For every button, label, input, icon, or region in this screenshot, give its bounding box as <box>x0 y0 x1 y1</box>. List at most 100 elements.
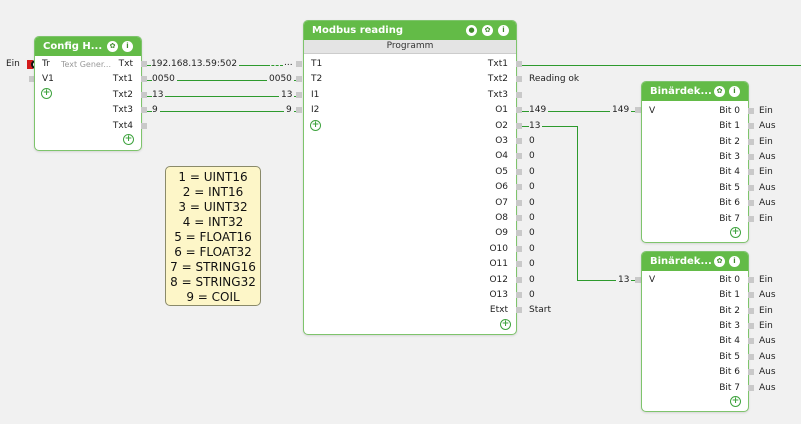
wire-i2[interactable] <box>147 111 296 112</box>
modbus-output-pin-o8[interactable] <box>516 215 522 221</box>
modbus-output-o4: O4 <box>495 151 508 161</box>
wire-txt1-out[interactable] <box>522 65 801 66</box>
config-add-output-icon[interactable]: + <box>123 134 134 145</box>
bin2-output-pin[interactable] <box>748 354 754 360</box>
modbus-value-o5: 0 <box>529 167 535 177</box>
bin2-input-pin-v[interactable] <box>635 277 641 283</box>
bin2-output-pin[interactable] <box>748 323 754 329</box>
config-output-pin-txt[interactable] <box>141 61 147 67</box>
modbus-output-pin-o10[interactable] <box>516 246 522 252</box>
modbus-output-pin-o3[interactable] <box>516 138 522 144</box>
modbus-input-pin-i2[interactable] <box>296 107 302 113</box>
modbus-input-pin-t2[interactable] <box>296 76 302 82</box>
modbus-value-o12: 0 <box>529 275 535 285</box>
modbus-output-pin-txt1[interactable] <box>516 61 522 67</box>
bin1-value-bit0: Ein <box>759 106 773 116</box>
bin1-output-pin[interactable] <box>748 154 754 160</box>
modbus-output-pin-o2[interactable] <box>516 123 522 129</box>
wire-t2[interactable] <box>147 80 296 81</box>
config-output-pin-txt2[interactable] <box>141 92 147 98</box>
wire-o2-a[interactable] <box>522 126 577 127</box>
modbus-output-pin-o6[interactable] <box>516 184 522 190</box>
bin1-gear-icon[interactable]: ✿ <box>714 86 725 97</box>
config-add-input-icon[interactable]: + <box>41 88 52 99</box>
modbus-output-pin-txt3[interactable] <box>516 92 522 98</box>
wire-o2-end: 13 <box>616 275 632 286</box>
bin2-bit6: Bit 6 <box>719 367 740 377</box>
binary-decoder-block-1[interactable]: Binärdek... ✿ i V Bit 0 Bit 1 Bit 2 Bit … <box>641 81 749 243</box>
config-output-pin-txt3[interactable] <box>141 107 147 113</box>
config-output-txt1: Txt1 <box>112 74 133 84</box>
modbus-output-pin-o5[interactable] <box>516 169 522 175</box>
config-gear-icon[interactable]: ✿ <box>107 41 118 52</box>
legend-line: 6 = FLOAT32 <box>174 245 252 259</box>
config-block[interactable]: Config H... ✿ i Tr V1 Text Gener... + Tx… <box>34 36 142 151</box>
bin1-info-icon[interactable]: i <box>729 86 740 97</box>
modbus-output-pin-o13[interactable] <box>516 292 522 298</box>
modbus-block[interactable]: Modbus reading ● ✿ i Programm T1 T2 I1 I… <box>303 20 517 335</box>
bin1-output-pin[interactable] <box>748 216 754 222</box>
modbus-output-o13: O13 <box>489 290 508 300</box>
bin2-gear-icon[interactable]: ✿ <box>714 256 725 267</box>
config-text-placeholder: Text Gener... <box>61 60 112 69</box>
wire-o1[interactable] <box>522 111 635 112</box>
modbus-output-pin-o12[interactable] <box>516 277 522 283</box>
bin2-output-pin[interactable] <box>748 308 754 314</box>
config-output-pin-txt1[interactable] <box>141 76 147 82</box>
bin1-output-pin[interactable] <box>748 185 754 191</box>
legend-line: 9 = COIL <box>186 290 240 304</box>
wire-i1[interactable] <box>147 96 296 97</box>
modbus-output-o8: O8 <box>495 213 508 223</box>
wire-o2-b[interactable] <box>577 126 578 280</box>
config-output-txt: Txt <box>118 59 133 69</box>
bin1-value-bit3: Aus <box>759 152 776 162</box>
wire-i1-end: 13 <box>279 90 295 101</box>
modbus-info-icon[interactable]: i <box>498 25 509 36</box>
modbus-gear-icon[interactable]: ✿ <box>482 25 493 36</box>
modbus-output-pin-o1[interactable] <box>516 107 522 113</box>
bin1-add-output-icon[interactable]: + <box>730 227 741 238</box>
modbus-output-pin-o9[interactable] <box>516 230 522 236</box>
modbus-output-pin-o4[interactable] <box>516 153 522 159</box>
bin2-value-bit4: Aus <box>759 336 776 346</box>
bin2-bit7: Bit 7 <box>719 383 740 393</box>
bin2-bit1: Bit 1 <box>719 290 740 300</box>
bin1-output-pin[interactable] <box>748 169 754 175</box>
bin1-input-pin-v[interactable] <box>635 107 641 113</box>
binary-decoder-block-2[interactable]: Binärdek... ✿ i V Bit 0 Bit 1 Bit 2 Bit … <box>641 251 749 412</box>
modbus-record-icon[interactable]: ● <box>466 25 477 36</box>
wire-o2-c[interactable] <box>577 280 635 281</box>
wire-t2-start: 0050 <box>152 74 177 85</box>
modbus-output-pin-o7[interactable] <box>516 200 522 206</box>
bin2-add-output-icon[interactable]: + <box>730 396 741 407</box>
bin1-value-bit7: Ein <box>759 214 773 224</box>
bin2-output-pin[interactable] <box>748 385 754 391</box>
bin1-output-pin[interactable] <box>748 139 754 145</box>
modbus-input-pin-t1[interactable] <box>296 61 302 67</box>
bin2-output-pin[interactable] <box>748 277 754 283</box>
bin2-value-bit3: Ein <box>759 321 773 331</box>
bin1-output-pin[interactable] <box>748 123 754 129</box>
data-type-legend-note[interactable]: 1 = UINT16 2 = INT16 3 = UINT32 4 = INT3… <box>165 166 261 306</box>
modbus-output-pin-o11[interactable] <box>516 261 522 267</box>
modbus-block-title[interactable]: Modbus reading <box>304 21 516 40</box>
modbus-output-pin-etxt[interactable] <box>516 307 522 313</box>
bin2-value-bit6: Aus <box>759 367 776 377</box>
bin2-output-pin[interactable] <box>748 369 754 375</box>
config-input-pin-v1[interactable] <box>29 76 35 82</box>
config-output-pin-txt4[interactable] <box>141 123 147 129</box>
modbus-input-pin-i1[interactable] <box>296 92 302 98</box>
bin2-info-icon[interactable]: i <box>729 256 740 267</box>
wire-t2-end: 0050 <box>267 74 294 85</box>
bin2-value-bit0: Ein <box>759 275 773 285</box>
bin2-output-pin[interactable] <box>748 338 754 344</box>
bin2-value-bit5: Aus <box>759 352 776 362</box>
bin1-output-pin[interactable] <box>748 108 754 114</box>
wire-ip-value: 192.168.13.59:502 <box>151 59 240 70</box>
modbus-add-input-icon[interactable]: + <box>310 120 321 131</box>
modbus-output-pin-txt2[interactable] <box>516 76 522 82</box>
modbus-add-output-icon[interactable]: + <box>500 319 511 330</box>
bin2-output-pin[interactable] <box>748 292 754 298</box>
config-info-icon[interactable]: i <box>122 41 133 52</box>
bin1-output-pin[interactable] <box>748 200 754 206</box>
